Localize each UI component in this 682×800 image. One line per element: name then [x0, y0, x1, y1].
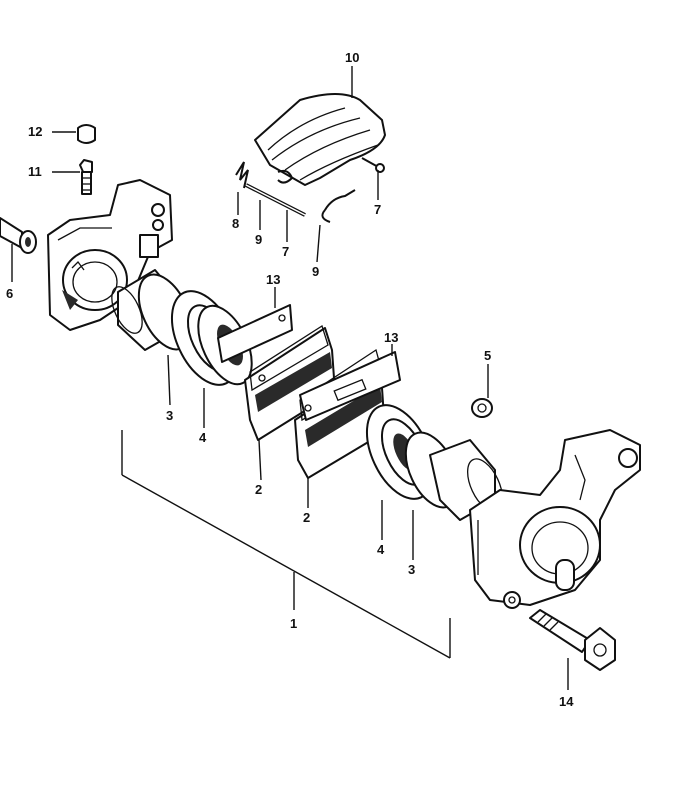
part-11-bleeder-screw — [79, 159, 93, 195]
label-5: 5 — [484, 348, 491, 363]
label-2-left: 2 — [255, 482, 262, 497]
label-3-left: 3 — [166, 408, 173, 423]
part-3-piston-right — [404, 431, 503, 521]
part-13-shim-left — [217, 304, 293, 363]
label-13-left: 13 — [266, 272, 280, 287]
label-8: 8 — [232, 216, 239, 231]
part-6-guide-pin — [0, 217, 37, 254]
caliper-housing-right — [469, 429, 641, 609]
part-9-spring-left — [277, 169, 294, 184]
label-13-right: 13 — [384, 330, 398, 345]
part-12-bleeder-cap — [77, 124, 96, 144]
label-4-left: 4 — [199, 430, 207, 445]
label-14: 14 — [559, 694, 574, 709]
label-2-right: 2 — [303, 510, 310, 525]
caliper-housing-left — [47, 179, 173, 331]
label-1: 1 — [290, 616, 297, 631]
label-4-right: 4 — [377, 542, 385, 557]
part-14-bolt — [529, 609, 616, 671]
part-8-clip — [235, 161, 249, 189]
label-6: 6 — [6, 286, 13, 301]
label-10: 10 — [345, 50, 359, 65]
label-7-lower: 7 — [282, 244, 289, 259]
part-9-spring-right — [321, 189, 356, 223]
part-10-pad-cover — [254, 93, 386, 186]
label-11: 11 — [28, 164, 42, 179]
label-9-right: 9 — [312, 264, 319, 279]
label-7-upper: 7 — [374, 202, 381, 217]
label-12: 12 — [28, 124, 42, 139]
label-3-right: 3 — [408, 562, 415, 577]
part-5-washer — [471, 398, 493, 418]
part-13-shim-right — [299, 351, 401, 421]
label-9-left: 9 — [255, 232, 262, 247]
leader-lines — [11, 66, 569, 690]
part-7-pin-upper — [361, 157, 385, 173]
callout-labels: 10 12 11 6 8 9 7 9 7 13 13 5 3 4 2 2 4 3… — [6, 50, 574, 709]
part-7-pin-lower — [245, 183, 306, 217]
